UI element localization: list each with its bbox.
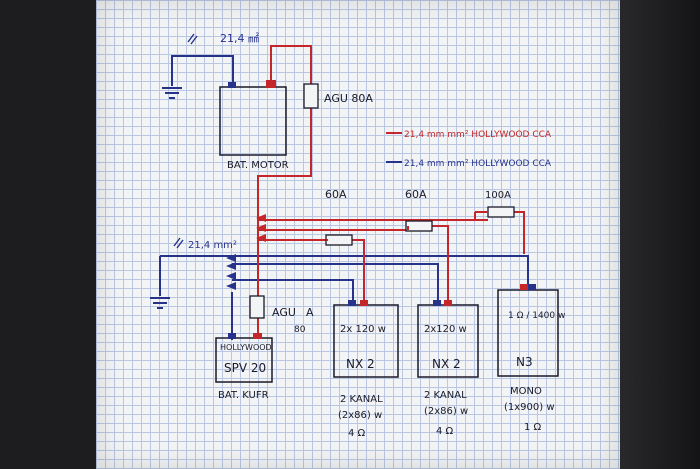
fuse-main-label: AGU 80A <box>324 92 373 105</box>
fuses <box>249 83 515 319</box>
amp-3-pos-terminal <box>520 284 528 290</box>
ground-symbol-top <box>162 87 182 99</box>
blue-terminal-arrows <box>226 254 236 290</box>
amp-3-desc3: 1 Ω <box>524 422 542 433</box>
amp-1-desc3: 4 Ω <box>348 428 366 439</box>
fuse-second-80a <box>249 295 265 319</box>
blue-wires <box>159 55 529 340</box>
fuse-label-3: 100A <box>485 190 511 201</box>
amp-1-desc2: (2x86) w <box>338 410 382 421</box>
amp-2-desc1: 2 KANAL <box>424 390 467 401</box>
battery-kufr-pos-terminal <box>253 333 262 339</box>
red-terminal-arrows <box>256 214 266 242</box>
battery-motor-label: BAT. MOTOR <box>227 160 289 171</box>
amp-3-name: N3 <box>516 355 533 369</box>
battery-kufr-label: BAT. KUFR <box>218 390 269 401</box>
amp-2-name: NX 2 <box>432 357 461 371</box>
legend-blue-text: 21,4 mm mm² HOLLYWOOD CCA <box>404 159 552 169</box>
fuse-main-80a <box>303 83 319 109</box>
graph-paper <box>96 0 620 469</box>
amp-3-desc1: MONO <box>510 386 542 397</box>
legend-red-text: 21,4 mm mm² HOLLYWOOD CCA <box>404 130 552 140</box>
background-right <box>615 0 700 469</box>
amp-2-desc2: (2x86) w <box>424 406 468 417</box>
fuse-second-name: AGU <box>272 306 296 319</box>
battery-motor-box <box>219 86 287 156</box>
cable-marks <box>173 33 198 249</box>
ground-cable-top-label: 21,4 ㎟ <box>220 32 259 45</box>
fuse-second-value: A <box>306 306 314 319</box>
red-fuse-joins <box>326 211 488 241</box>
fuse-label-1: 60A <box>325 188 347 201</box>
fuse-60a-1 <box>325 234 353 246</box>
battery-motor-pos-terminal <box>266 80 276 88</box>
red-bus-1b <box>514 211 525 254</box>
amp-2-desc3: 4 Ω <box>436 426 454 437</box>
amp-1-pos-terminal <box>360 300 368 306</box>
red-bus-3b <box>350 239 365 304</box>
amp-3-desc2: (1x900) w <box>504 402 555 413</box>
ground-cable-left-label: 21,4 mm² <box>188 240 237 251</box>
fuse-60a-2 <box>405 220 433 232</box>
ground-symbol-left <box>150 297 170 309</box>
red-motor-to-fuse <box>270 45 312 86</box>
red-bus-2b <box>432 225 449 304</box>
amp-3-neg-terminal <box>528 284 536 290</box>
amp-1-spec: 2x 120 w <box>340 324 386 335</box>
blue-bus-3 <box>232 279 354 304</box>
amp-2-pos-terminal <box>444 300 452 306</box>
fuse-second-amp: 80 <box>294 325 306 335</box>
amp-1-name: NX 2 <box>346 357 375 371</box>
battery-kufr-model: SPV 20 <box>224 361 266 375</box>
amp-1-desc1: 2 KANAL <box>340 394 383 405</box>
amp-3-spec: 1 Ω / 1400 w <box>508 311 565 321</box>
blue-bus-2 <box>232 263 439 304</box>
red-wires <box>257 45 525 338</box>
amp-2-neg-terminal <box>433 300 441 306</box>
ground-wire-top <box>171 55 234 86</box>
battery-kufr-brand: HOLLYWOOD <box>220 343 272 352</box>
amp-2-spec: 2x120 w <box>424 324 467 335</box>
battery-kufr-box <box>215 337 273 383</box>
fuse-100a <box>487 206 515 218</box>
blue-bus-1 <box>160 255 529 284</box>
red-fuse-to-bus <box>257 108 312 338</box>
fuse-label-2: 60A <box>405 188 427 201</box>
amp-1-neg-terminal <box>348 300 356 306</box>
battery-kufr-neg-terminal <box>228 333 236 339</box>
battery-motor-neg-terminal <box>228 82 236 88</box>
